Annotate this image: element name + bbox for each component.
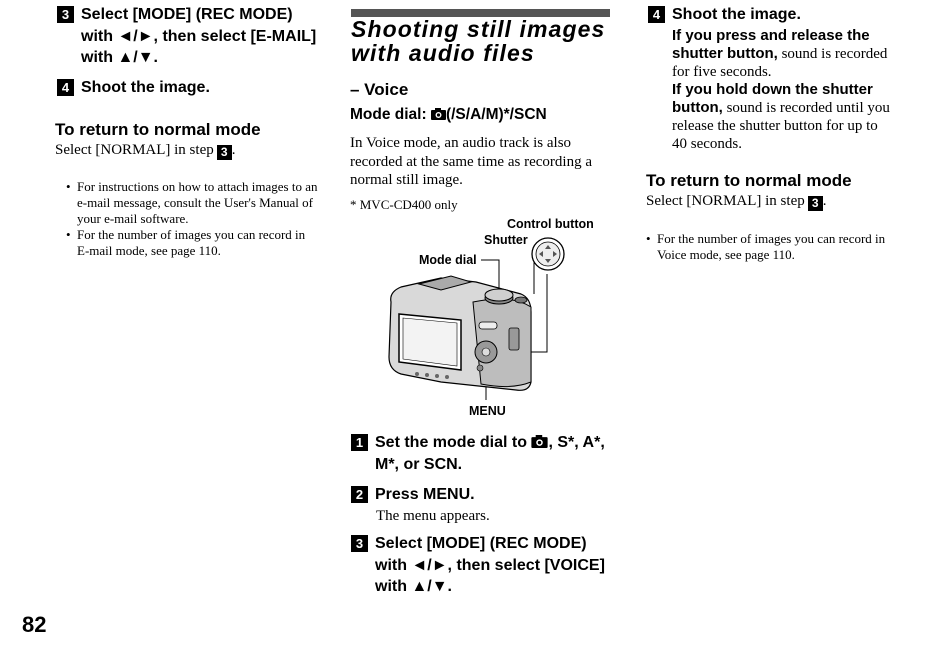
note-item: For the number of images you can record …: [646, 231, 885, 263]
mode-dial-prefix: Mode dial:: [350, 106, 427, 123]
note-item: For instructions on how to attach images…: [66, 179, 317, 227]
step-text: Select [MODE] (REC MODE): [375, 535, 587, 552]
step-text: with ◄/►, then select [VOICE]: [375, 556, 605, 574]
step-text: Set the mode dial to , S*, A*,: [375, 432, 605, 454]
camera-illustration: [388, 237, 565, 400]
step-text: with ▲/▼.: [81, 49, 158, 66]
body-text: release the shutter button for up to: [672, 118, 878, 134]
return-text-main: Select [NORMAL] in step: [646, 193, 805, 209]
note-line: For instructions on how to attach images…: [77, 179, 318, 194]
step-ref-badge: 3: [807, 196, 823, 211]
title-line: with audio files: [351, 40, 535, 66]
step-text: Press MENU.: [375, 486, 475, 503]
intro-line: In Voice mode, an audio track is also: [350, 135, 572, 151]
step-number: 4: [648, 6, 665, 23]
return-text-end: .: [822, 193, 827, 209]
step-number: 3: [57, 6, 74, 23]
menu-label: MENU: [469, 404, 506, 418]
step-text: Select [MODE] (REC MODE): [81, 6, 293, 23]
notes-list: For instructions on how to attach images…: [66, 179, 317, 259]
step-number: 4: [57, 79, 74, 96]
body-text: sound is recorded: [777, 46, 888, 62]
section-title: Shooting still images with audio files: [351, 17, 605, 65]
intro-line: normal still image.: [350, 172, 463, 188]
voice-subtitle: – Voice: [350, 80, 409, 99]
return-heading: To return to normal mode: [646, 171, 852, 190]
mode-dial-label: Mode dial: [419, 253, 477, 267]
step-number: 2: [351, 486, 368, 503]
step-text-a: Set the mode dial to: [375, 434, 528, 451]
return-text-end: .: [231, 142, 236, 158]
return-heading: To return to normal mode: [55, 120, 261, 139]
control-button-label: Control button: [507, 217, 594, 231]
note-line: Voice mode, see page 110.: [657, 247, 795, 262]
title-line: Shooting still images: [351, 16, 606, 42]
step-text: Shoot the image.: [672, 6, 801, 23]
body-text: 40 seconds.: [672, 136, 742, 152]
note-line: For the number of images you can record …: [77, 227, 306, 242]
step-text-b: , S*, A*,: [548, 434, 605, 451]
mode-dial-line: Mode dial: (/S/A/M)*/SCN: [350, 106, 547, 124]
step-number: 1: [351, 434, 368, 451]
step-2-sub: The menu appears.: [376, 508, 490, 524]
mode-dial-suffix: (/S/A/M)*/SCN: [445, 106, 547, 123]
body-text: for five seconds.: [672, 64, 772, 80]
shutter-label: Shutter: [484, 233, 528, 247]
step-text: M*, or SCN.: [375, 455, 463, 473]
step-number: 3: [351, 535, 368, 552]
camera-icon: [430, 108, 446, 120]
bold-text: button,: [672, 99, 723, 116]
step-text: with ▲/▼.: [375, 578, 452, 595]
step-text: Shoot the image.: [81, 79, 210, 96]
note-line: For the number of images you can record …: [657, 231, 886, 246]
middle-column: Shooting still images with audio files –…: [350, 0, 621, 656]
page-number: 82: [22, 612, 47, 637]
body-text: sound is recorded until you: [722, 100, 890, 116]
section-bar: [351, 9, 610, 17]
step-text: with ◄/►, then select [E-MAIL]: [81, 27, 317, 45]
notes-list: For the number of images you can record …: [646, 231, 885, 263]
note-item: For the number of images you can record …: [66, 227, 317, 259]
footnote: * MVC-CD400 only: [350, 197, 458, 212]
camera-icon: [531, 435, 549, 448]
press-release-text: If you press and release the shutter but…: [672, 27, 890, 153]
bold-text: If you press and release the: [672, 27, 870, 44]
bold-text: If you hold down the shutter: [672, 81, 873, 98]
note-line: E-mail mode, see page 110.: [77, 243, 221, 258]
return-text-main: Select [NORMAL] in step: [55, 142, 214, 158]
note-line: e-mail message, consult the User's Manua…: [77, 195, 313, 210]
note-line: your e-mail software.: [77, 211, 189, 226]
step-ref-badge: 3: [216, 145, 232, 160]
bold-text: shutter button,: [672, 45, 778, 62]
intro-line: recorded at the same time as recording a: [350, 153, 592, 170]
intro-text: In Voice mode, an audio track is also re…: [350, 134, 592, 190]
